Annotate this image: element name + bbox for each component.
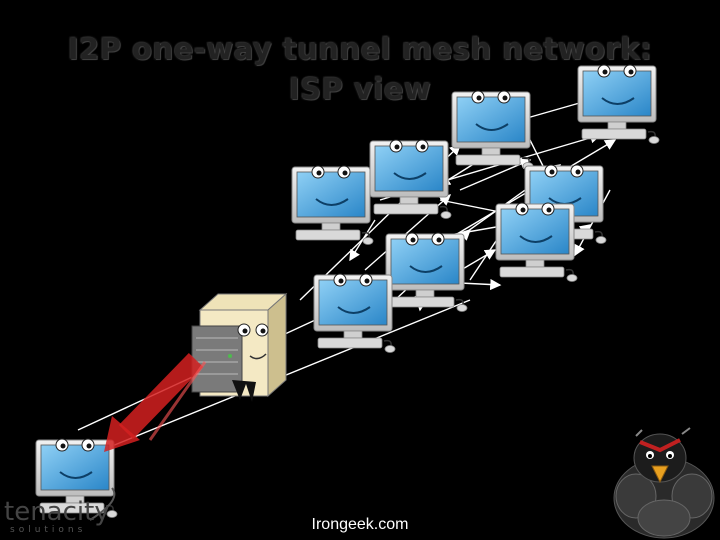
company-logo-tagline: solutions bbox=[10, 525, 87, 535]
slide-title: I2P one-way tunnel mesh network: bbox=[67, 32, 653, 66]
peer-computer-6 bbox=[495, 202, 578, 283]
isp-server-icon bbox=[191, 292, 288, 402]
logo-swoosh bbox=[89, 487, 116, 521]
penguin-mascot-icon bbox=[613, 427, 715, 539]
peer-computer-4 bbox=[291, 165, 374, 246]
peer-computer-3 bbox=[369, 139, 452, 220]
peer-computer-7 bbox=[385, 232, 468, 313]
peer-computer-8 bbox=[313, 273, 396, 354]
peer-computer-1 bbox=[577, 64, 660, 145]
isp-highlight-arrow bbox=[104, 353, 207, 452]
company-logo-wordmark: tenacity bbox=[4, 497, 110, 527]
slide-subtitle: ISP view bbox=[288, 72, 432, 106]
credit-text: Irongeek.com bbox=[311, 516, 409, 533]
